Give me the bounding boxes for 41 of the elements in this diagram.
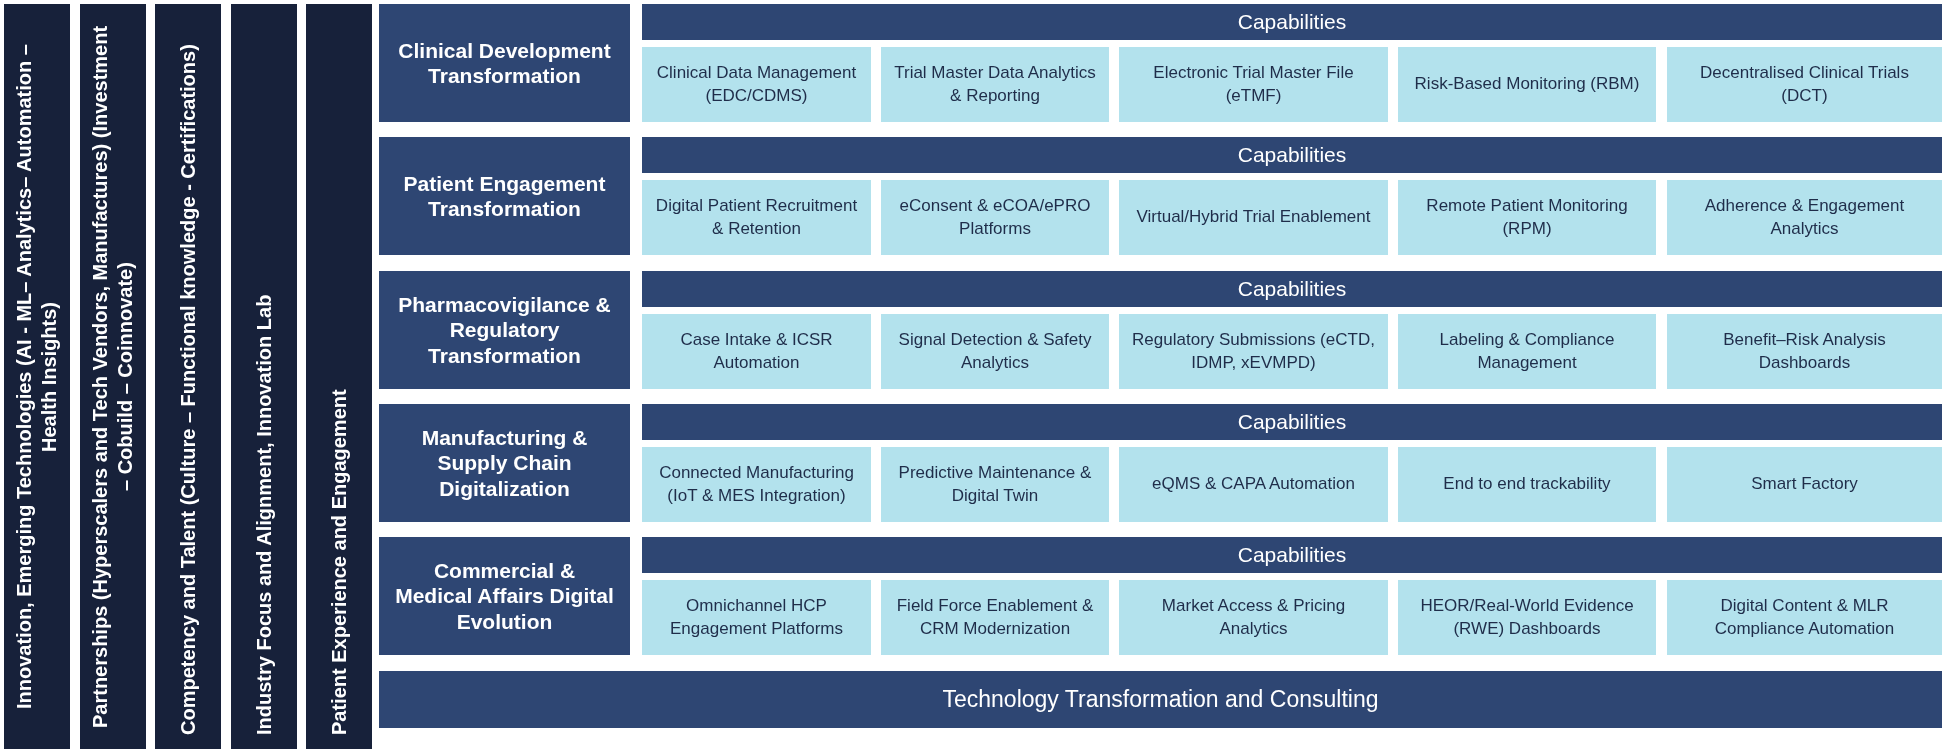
capability-box: Clinical Data Management (EDC/CDMS) bbox=[642, 47, 871, 122]
footer-bar: Technology Transformation and Consulting bbox=[379, 671, 1942, 728]
domain-box: Commercial & Medical Affairs Digital Evolution bbox=[379, 537, 630, 655]
vertical-banner: Patient Experience and Engagement bbox=[306, 4, 372, 749]
vertical-banner: Industry Focus and Alignment, Innovation Lab bbox=[230, 4, 297, 749]
capability-box: Connected Manufacturing (IoT & MES Integration) bbox=[642, 447, 871, 522]
capability-box: Adherence & Engagement Analytics bbox=[1667, 180, 1942, 255]
capability-box: Trial Master Data Analytics & Reporting bbox=[881, 47, 1109, 122]
capability-box: Risk-Based Monitoring (RBM) bbox=[1398, 47, 1656, 122]
capability-box: Omnichannel HCP Engagement Platforms bbox=[642, 580, 871, 655]
vertical-banner: Partnerships (Hyperscalers and Tech Vendors, Manufactures) (Investment – Cobuild – Coinnovate) bbox=[79, 4, 146, 749]
capability-box: Field Force Enablement & CRM Modernization bbox=[881, 580, 1109, 655]
header-bar: Capabilities bbox=[642, 4, 1942, 40]
header-bar: Capabilities bbox=[642, 537, 1942, 573]
vertical-banner: Competency and Talent (Culture – Functional knowledge - Certifications) bbox=[155, 4, 221, 749]
capability-box: Electronic Trial Master File (eTMF) bbox=[1119, 47, 1388, 122]
capability-box: Regulatory Submissions (eCTD, IDMP, xEVMPD) bbox=[1119, 314, 1388, 389]
capability-box: Smart Factory bbox=[1667, 447, 1942, 522]
vertical-banner: Innovation, Emerging Technologies (AI - ML– Analytics– Automation – Health Insights) bbox=[4, 4, 70, 749]
domain-box: Manufacturing & Supply Chain Digitalization bbox=[379, 404, 630, 522]
capability-box: eQMS & CAPA Automation bbox=[1119, 447, 1388, 522]
capability-box: Signal Detection & Safety Analytics bbox=[881, 314, 1109, 389]
capability-box: Digital Content & MLR Compliance Automation bbox=[1667, 580, 1942, 655]
capability-box: End to end trackability bbox=[1398, 447, 1656, 522]
capability-box: HEOR/Real-World Evidence (RWE) Dashboards bbox=[1398, 580, 1656, 655]
header-bar: Capabilities bbox=[642, 404, 1942, 440]
capability-box: eConsent & eCOA/ePRO Platforms bbox=[881, 180, 1109, 255]
header-bar: Capabilities bbox=[642, 271, 1942, 307]
capability-box: Digital Patient Recruitment & Retention bbox=[642, 180, 871, 255]
capability-box: Remote Patient Monitoring (RPM) bbox=[1398, 180, 1656, 255]
capability-box: Case Intake & ICSR Automation bbox=[642, 314, 871, 389]
domain-box: Clinical Development Transformation bbox=[379, 4, 630, 122]
domain-box: Patient Engagement Transformation bbox=[379, 137, 630, 255]
capability-box: Virtual/Hybrid Trial Enablement bbox=[1119, 180, 1388, 255]
header-bar: Capabilities bbox=[642, 137, 1942, 173]
capability-box: Labeling & Compliance Management bbox=[1398, 314, 1656, 389]
domain-box: Pharmacovigilance & Regulatory Transformation bbox=[379, 271, 630, 389]
capability-box: Decentralised Clinical Trials (DCT) bbox=[1667, 47, 1942, 122]
capability-box: Market Access & Pricing Analytics bbox=[1119, 580, 1388, 655]
capability-box: Benefit–Risk Analysis Dashboards bbox=[1667, 314, 1942, 389]
capability-box: Predictive Maintenance & Digital Twin bbox=[881, 447, 1109, 522]
